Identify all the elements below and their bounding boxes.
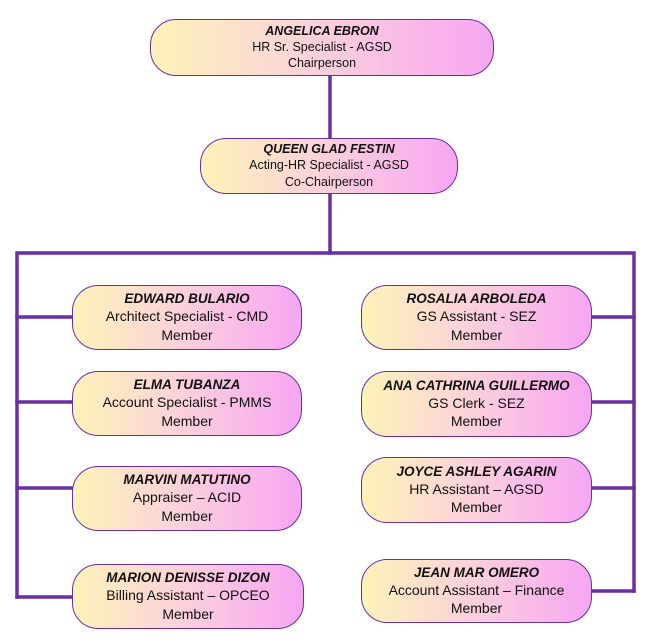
member-position: Member: [450, 326, 503, 343]
member-name: ANA CATHRINA GUILLERMO: [383, 377, 570, 393]
member-position: Member: [161, 326, 213, 343]
member-node-right-2: ANA CATHRINA GUILLERMO GS Clerk - SEZ Me…: [361, 371, 592, 437]
chairperson-node: ANGELICA EBRON HR Sr. Specialist - AGSD …: [150, 19, 494, 76]
member-name: EDWARD BULARIO: [124, 291, 250, 307]
member-name: JEAN MAR OMERO: [413, 564, 540, 580]
member-role: Architect Specialist - CMD: [105, 308, 269, 325]
member-node-left-3: MARVIN MATUTINO Appraiser – ACID Member: [72, 466, 302, 531]
member-position: Member: [450, 499, 503, 516]
cochair-name: QUEEN GLAD FESTIN: [263, 142, 395, 157]
member-position: Member: [450, 600, 503, 617]
member-node-left-4: MARION DENISSE DIZON Billing Assistant –…: [72, 564, 304, 629]
member-position: Member: [162, 605, 214, 622]
member-role: HR Assistant – AGSD: [409, 480, 544, 497]
member-role: Account Assistant – Finance: [388, 581, 565, 598]
chair-name: ANGELICA EBRON: [265, 23, 379, 38]
member-name: MARVIN MATUTINO: [123, 472, 251, 488]
member-role: Appraiser – ACID: [132, 489, 242, 506]
member-role: Account Specialist - PMMS: [102, 394, 272, 411]
member-node-right-1: ROSALIA ARBOLEDA GS Assistant - SEZ Memb…: [361, 285, 592, 350]
chair-role: HR Sr. Specialist - AGSD: [252, 39, 392, 54]
member-role: GS Assistant - SEZ: [416, 308, 537, 325]
member-position: Member: [450, 413, 503, 430]
member-node-right-4: JEAN MAR OMERO Account Assistant – Finan…: [361, 559, 592, 623]
member-name: MARION DENISSE DIZON: [106, 570, 270, 586]
member-role: GS Clerk - SEZ: [428, 394, 525, 411]
cochair-role: Acting-HR Specialist - AGSD: [249, 158, 409, 173]
chair-position: Chairperson: [287, 56, 357, 70]
bus-frame-line: [15, 251, 636, 599]
member-node-left-1: EDWARD BULARIO Architect Specialist - CM…: [72, 285, 302, 350]
member-node-right-3: JOYCE ASHLEY AGARIN HR Assistant – AGSD …: [361, 457, 592, 523]
member-name: JOYCE ASHLEY AGARIN: [396, 463, 557, 479]
member-role: Billing Assistant – OPCEO: [106, 587, 270, 604]
member-position: Member: [161, 507, 213, 524]
member-position: Member: [161, 412, 213, 429]
cochair-position: Co-Chairperson: [284, 174, 374, 189]
member-name: ELMA TUBANZA: [133, 377, 241, 393]
member-node-left-2: ELMA TUBANZA Account Specialist - PMMS M…: [72, 371, 302, 436]
cochairperson-node: QUEEN GLAD FESTIN Acting-HR Specialist -…: [200, 138, 458, 194]
member-name: ROSALIA ARBOLEDA: [406, 291, 547, 307]
